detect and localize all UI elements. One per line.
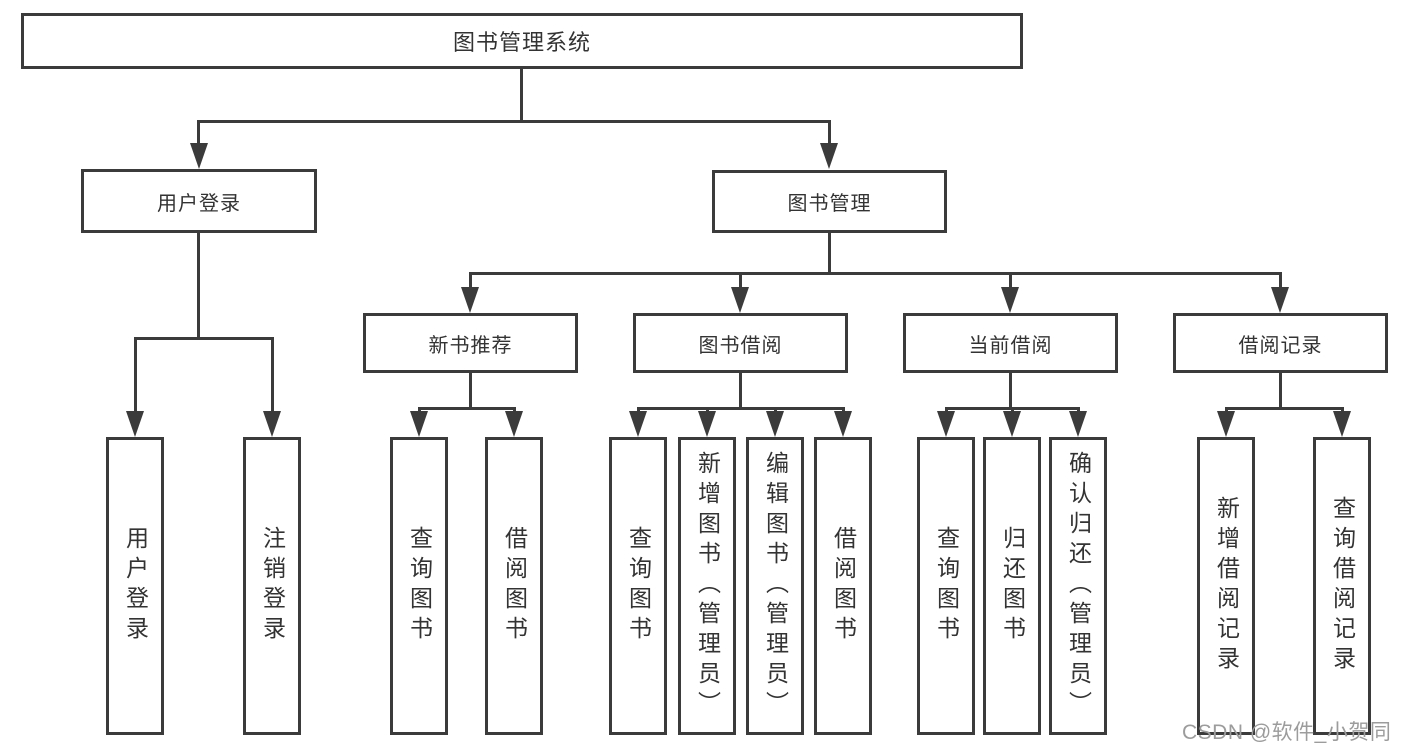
connector-line bbox=[637, 407, 640, 413]
connector-line bbox=[469, 373, 472, 407]
node-label: 确认归还（管理员） bbox=[1065, 451, 1092, 721]
connector-line bbox=[828, 233, 831, 272]
connector-arrow bbox=[1001, 287, 1019, 313]
connector-arrow bbox=[834, 411, 852, 437]
leaf-add-book-admin: 新增图书（管理员） bbox=[678, 437, 736, 735]
connector-line bbox=[1279, 373, 1282, 407]
node-label: 新增图书（管理员） bbox=[694, 451, 721, 721]
connector-line bbox=[774, 407, 777, 413]
connector-line bbox=[513, 407, 516, 413]
node-label: 用户登录 bbox=[157, 192, 241, 215]
leaf-edit-book-admin: 编辑图书（管理员） bbox=[746, 437, 804, 735]
connector-line bbox=[739, 272, 742, 287]
leaf-query-borrow-record: 查询借阅记录 bbox=[1313, 437, 1371, 735]
node-label: 用户登录 bbox=[122, 526, 149, 646]
connector-arrow bbox=[1271, 287, 1289, 313]
connector-line bbox=[418, 407, 516, 410]
connector-arrow bbox=[731, 287, 749, 313]
connector-line bbox=[418, 407, 421, 413]
connector-arrow bbox=[505, 411, 523, 437]
node-label: 当前借阅 bbox=[968, 334, 1053, 357]
node-label: 注销登录 bbox=[259, 526, 286, 646]
leaf-return-books: 归还图书 bbox=[983, 437, 1041, 735]
node-label: 查询图书 bbox=[406, 526, 433, 646]
connector-line bbox=[520, 69, 523, 120]
connector-arrow bbox=[937, 411, 955, 437]
leaf-query-books-2: 查询图书 bbox=[609, 437, 667, 735]
leaf-add-borrow-record: 新增借阅记录 bbox=[1197, 437, 1255, 735]
connector-line bbox=[1279, 272, 1282, 287]
leaf-borrow-books-2: 借阅图书 bbox=[814, 437, 872, 735]
node-label: 借阅图书 bbox=[501, 526, 528, 646]
connector-line bbox=[469, 272, 472, 287]
node-label: 编辑图书（管理员） bbox=[762, 451, 789, 721]
node-library-management-system: 图书管理系统 bbox=[21, 13, 1023, 69]
connector-line bbox=[197, 120, 200, 145]
leaf-query-books-1: 查询图书 bbox=[390, 437, 448, 735]
node-user-login: 用户登录 bbox=[81, 169, 317, 233]
connector-arrow bbox=[629, 411, 647, 437]
node-label: 借阅记录 bbox=[1238, 334, 1323, 357]
connector-line bbox=[1009, 272, 1012, 287]
node-label: 查询图书 bbox=[625, 526, 652, 646]
connector-line bbox=[828, 120, 831, 145]
connector-line bbox=[1225, 407, 1344, 410]
node-label: 图书借阅 bbox=[698, 334, 783, 357]
node-borrowing-records: 借阅记录 bbox=[1173, 313, 1388, 373]
connector-line bbox=[706, 407, 709, 413]
connector-arrow bbox=[698, 411, 716, 437]
connector-line bbox=[637, 407, 845, 410]
leaf-confirm-return-admin: 确认归还（管理员） bbox=[1049, 437, 1107, 735]
connector-arrow bbox=[461, 287, 479, 313]
node-label: 图书管理 bbox=[787, 193, 872, 215]
connector-line bbox=[197, 120, 831, 123]
connector-line bbox=[1077, 407, 1080, 413]
csdn-watermark: CSDN @软件_小贺同学 bbox=[1182, 721, 1392, 744]
connector-arrow bbox=[410, 411, 428, 437]
connector-line bbox=[842, 407, 845, 413]
connector-line bbox=[469, 272, 1282, 275]
node-book-management: 图书管理 bbox=[712, 170, 947, 233]
connector-arrow bbox=[1333, 411, 1351, 437]
node-label: 查询借阅记录 bbox=[1329, 496, 1356, 676]
connector-arrow bbox=[820, 143, 838, 169]
node-new-book-recommend: 新书推荐 bbox=[363, 313, 578, 373]
node-label: 图书管理系统 bbox=[452, 30, 591, 55]
connector-arrow bbox=[1003, 411, 1021, 437]
connector-line bbox=[134, 337, 137, 411]
connector-arrow bbox=[1217, 411, 1235, 437]
connector-line bbox=[1225, 407, 1228, 413]
connector-line bbox=[739, 373, 742, 407]
connector-line bbox=[1009, 373, 1012, 407]
leaf-user-login: 用户登录 bbox=[106, 437, 164, 735]
connector-arrow bbox=[190, 143, 208, 169]
connector-arrow bbox=[263, 411, 281, 437]
connector-line bbox=[197, 233, 200, 337]
node-label: 归还图书 bbox=[999, 526, 1026, 646]
node-label: 查询图书 bbox=[933, 526, 960, 646]
connector-line bbox=[945, 407, 948, 413]
connector-line bbox=[134, 337, 274, 340]
connector-arrow bbox=[126, 411, 144, 437]
connector-line bbox=[1341, 407, 1344, 413]
node-label: 借阅图书 bbox=[830, 526, 857, 646]
connector-line bbox=[271, 337, 274, 411]
node-book-borrowing: 图书借阅 bbox=[633, 313, 848, 373]
connector-arrow bbox=[766, 411, 784, 437]
connector-arrow bbox=[1069, 411, 1087, 437]
connector-line bbox=[1011, 407, 1014, 413]
node-label: 新书推荐 bbox=[428, 334, 513, 357]
leaf-query-books-3: 查询图书 bbox=[917, 437, 975, 735]
node-label: 新增借阅记录 bbox=[1213, 496, 1240, 676]
leaf-borrow-books-1: 借阅图书 bbox=[485, 437, 543, 735]
node-current-borrowing: 当前借阅 bbox=[903, 313, 1118, 373]
leaf-logout: 注销登录 bbox=[243, 437, 301, 735]
